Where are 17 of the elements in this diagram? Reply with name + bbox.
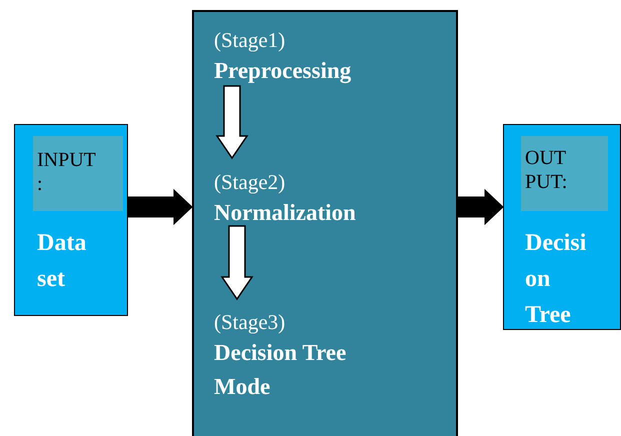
stage-label: (Stage2) — [214, 169, 286, 196]
box-body-text: Decisi on Tree — [525, 229, 588, 330]
hollow-arrow — [216, 85, 248, 160]
block-arrow — [128, 188, 193, 226]
hollow-arrow — [220, 225, 254, 300]
block-arrow — [458, 188, 504, 226]
input-output-box — [14, 124, 128, 316]
stage-title: Preprocessing — [214, 57, 352, 86]
stage-label: (Stage3) — [214, 309, 286, 336]
box-body-text: Data set — [37, 229, 88, 294]
process-panel — [192, 10, 458, 436]
box-heading: OUT PUT: — [521, 136, 608, 211]
stage-label: (Stage1) — [214, 27, 286, 54]
box-heading: INPUT : — [33, 136, 123, 211]
input-output-box — [503, 124, 621, 330]
stage-title: Normalization — [214, 199, 357, 227]
stage-title: Decision Tree Mode — [214, 339, 348, 401]
